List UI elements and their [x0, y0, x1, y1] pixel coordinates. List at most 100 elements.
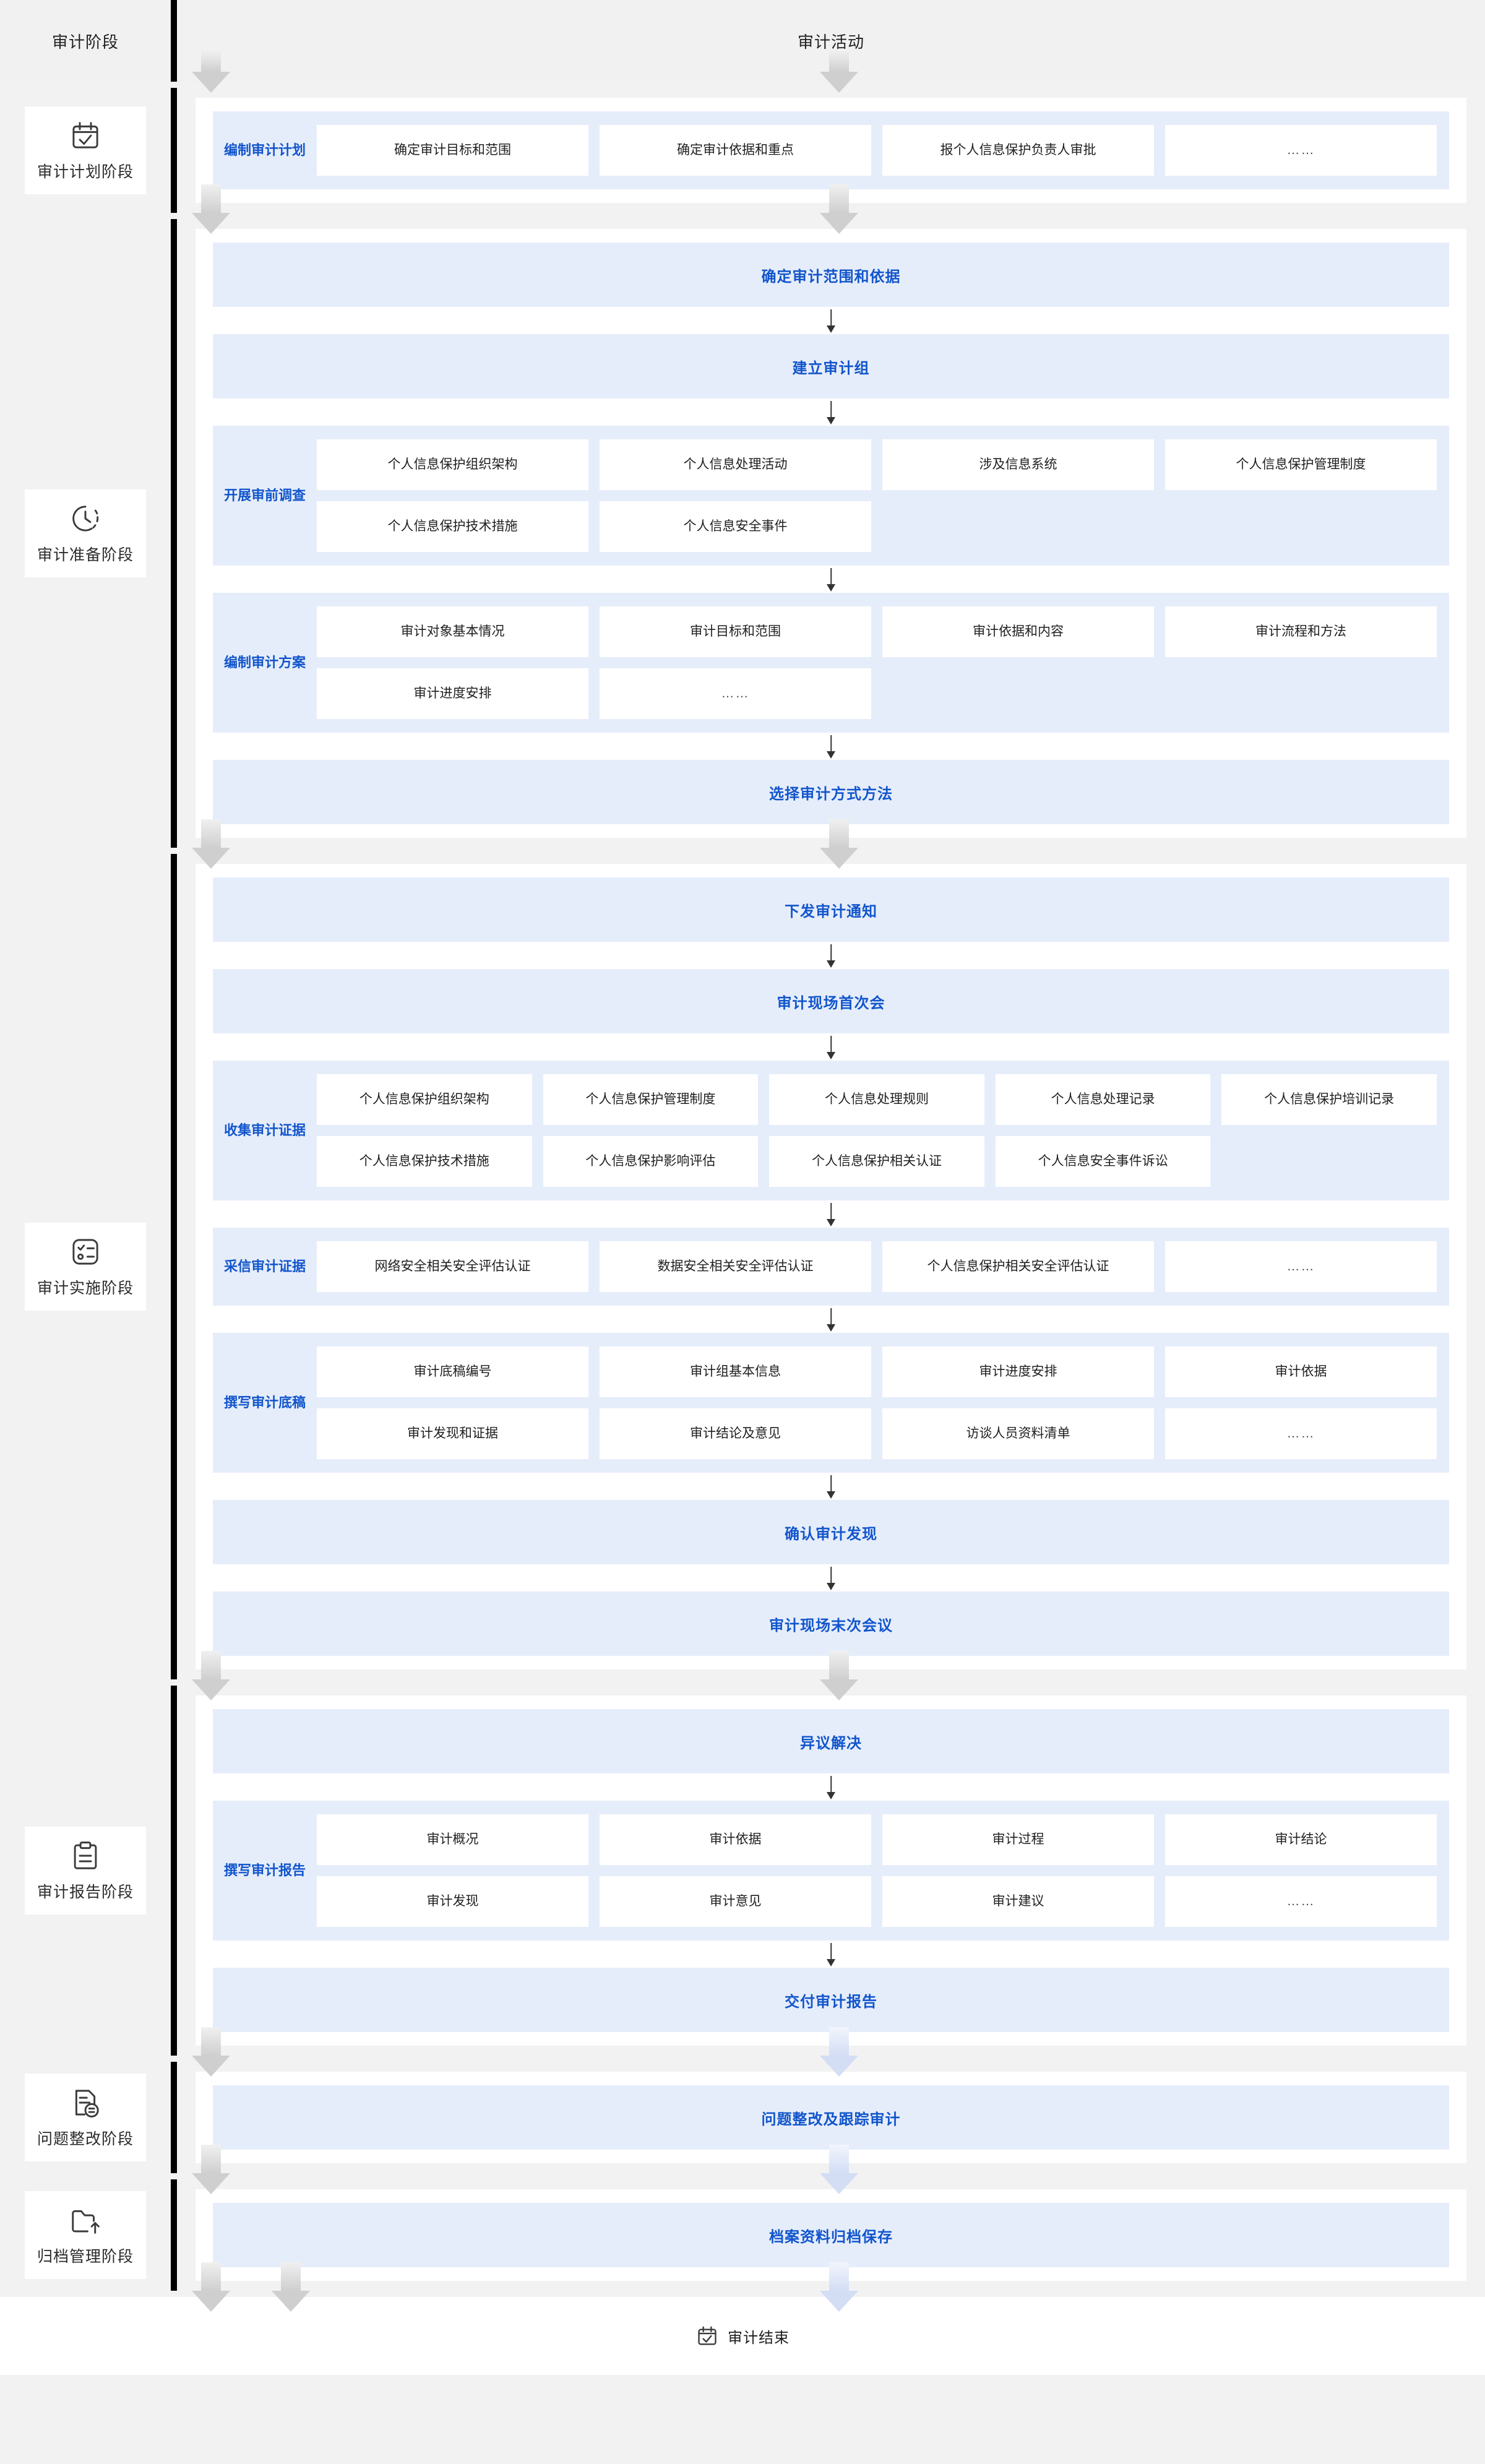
stage-cell-report[interactable]: 审计报告阶段 [0, 1686, 171, 2056]
column-divider [171, 2179, 177, 2291]
activity-group-label: 开展审前调查 [223, 487, 306, 503]
activity-band-report-2: 交付审计报告 [213, 1968, 1449, 2032]
activity-item[interactable]: …… [1165, 125, 1437, 176]
stage-row-plan: 审计计划阶段 编制审计计划确定审计目标和范围确定审计依据和重点报个人信息保护负责人… [0, 88, 1485, 234]
activity-item[interactable]: 个人信息保护相关安全评估认证 [882, 1241, 1154, 1292]
flow-end-label: 审计结束 [728, 2329, 790, 2346]
stage-card-archive[interactable]: 归档管理阶段 [25, 2191, 146, 2279]
activity-item[interactable]: 确定审计目标和范围 [317, 125, 588, 176]
stage-card-execute[interactable]: 审计实施阶段 [25, 1223, 146, 1311]
activity-band-plan-0: 编制审计计划确定审计目标和范围确定审计依据和重点报个人信息保护负责人审批…… [213, 111, 1449, 189]
activity-band-title: 确定审计范围和依据 [761, 268, 901, 285]
band-connector-arrow-icon [213, 398, 1449, 426]
activity-item[interactable]: 个人信息处理规则 [769, 1074, 984, 1125]
activity-band-title: 审计现场末次会议 [769, 1617, 893, 1634]
band-connector-arrow-icon [213, 942, 1449, 969]
activity-item[interactable]: …… [1165, 1876, 1437, 1927]
activity-item[interactable]: 报个人信息保护负责人审批 [882, 125, 1154, 176]
activity-item[interactable]: 个人信息安全事件诉讼 [995, 1136, 1211, 1187]
activity-item[interactable]: 个人信息处理活动 [600, 439, 871, 490]
activity-card-prepare: 确定审计范围和依据建立审计组开展审前调查个人信息保护组织架构个人信息处理活动涉及… [196, 229, 1466, 838]
activity-band-title: 档案资料归档保存 [769, 2228, 893, 2246]
activity-item[interactable]: 个人信息保护技术措施 [317, 501, 588, 552]
activity-band-report-0: 异议解决 [213, 1709, 1449, 1773]
activity-item[interactable]: 个人信息保护组织架构 [317, 1074, 532, 1125]
activity-item[interactable]: 审计意见 [600, 1876, 871, 1927]
activity-band-rectify-0: 问题整改及跟踪审计 [213, 2085, 1449, 2150]
column-divider [171, 88, 177, 213]
activity-band-prepare-1: 建立审计组 [213, 334, 1449, 398]
column-divider [171, 2062, 177, 2173]
stage-row-report: 审计报告阶段 异议解决撰写审计报告审计概况审计依据审计过程审计结论审计发现审计意见… [0, 1686, 1485, 2077]
stage-card-rectify[interactable]: 问题整改阶段 [25, 2074, 146, 2161]
activity-item[interactable]: 审计底稿编号 [317, 1346, 588, 1397]
activity-item[interactable]: 审计过程 [882, 1814, 1154, 1865]
activity-cell-archive: 档案资料归档保存 [177, 2179, 1485, 2291]
column-divider [171, 854, 177, 1679]
stage-cell-archive[interactable]: 归档管理阶段 [0, 2179, 171, 2291]
activity-item[interactable]: 审计进度安排 [317, 668, 588, 719]
activity-item[interactable]: 审计对象基本情况 [317, 606, 588, 657]
stage-cell-execute[interactable]: 审计实施阶段 [0, 854, 171, 1679]
stage-card-report[interactable]: 审计报告阶段 [25, 1827, 146, 1915]
activity-item[interactable]: 个人信息安全事件 [600, 501, 871, 552]
activity-item[interactable]: 个人信息保护管理制度 [1165, 439, 1437, 490]
activity-band-execute-5: 确认审计发现 [213, 1500, 1449, 1564]
activity-item[interactable]: 访谈人员资料清单 [882, 1408, 1154, 1459]
activity-item[interactable]: …… [600, 668, 871, 719]
stage-cell-plan[interactable]: 审计计划阶段 [0, 88, 171, 213]
activity-item[interactable]: 审计目标和范围 [600, 606, 871, 657]
activity-cell-plan: 编制审计计划确定审计目标和范围确定审计依据和重点报个人信息保护负责人审批…… [177, 88, 1485, 213]
activity-card-execute: 下发审计通知审计现场首次会收集审计证据个人信息保护组织架构个人信息保护管理制度个… [196, 864, 1466, 1669]
activity-band-prepare-2: 开展审前调查个人信息保护组织架构个人信息处理活动涉及信息系统个人信息保护管理制度… [213, 426, 1449, 566]
activity-item[interactable]: 审计依据和内容 [882, 606, 1154, 657]
activity-item[interactable]: 审计概况 [317, 1814, 588, 1865]
activity-item-grid: 审计概况审计依据审计过程审计结论审计发现审计意见审计建议…… [317, 1801, 1449, 1941]
activity-item[interactable]: 审计依据 [600, 1814, 871, 1865]
activity-band-title: 问题整改及跟踪审计 [761, 2111, 901, 2128]
activity-cell-execute: 下发审计通知审计现场首次会收集审计证据个人信息保护组织架构个人信息保护管理制度个… [177, 854, 1485, 1679]
activity-cell-rectify: 问题整改及跟踪审计 [177, 2062, 1485, 2173]
activity-band-title: 交付审计报告 [785, 1993, 877, 2010]
activity-item[interactable]: 个人信息保护相关认证 [769, 1136, 984, 1187]
activity-item[interactable]: 个人信息处理记录 [995, 1074, 1211, 1125]
activity-item[interactable]: 审计建议 [882, 1876, 1154, 1927]
activity-item[interactable]: 审计流程和方法 [1165, 606, 1437, 657]
stage-cell-prepare[interactable]: 审计准备阶段 [0, 219, 171, 848]
activity-item[interactable]: 审计发现 [317, 1876, 588, 1927]
activity-item[interactable]: 个人信息保护影响评估 [543, 1136, 759, 1187]
activity-item[interactable]: 数据安全相关安全评估认证 [600, 1241, 871, 1292]
activity-item[interactable]: 个人信息保护组织架构 [317, 439, 588, 490]
activity-column-title: 审计活动 [797, 32, 864, 51]
band-connector-arrow-icon [213, 1200, 1449, 1228]
stage-label-plan: 审计计划阶段 [37, 163, 134, 181]
activity-item[interactable]: 审计结论 [1165, 1814, 1437, 1865]
activity-card-rectify: 问题整改及跟踪审计 [196, 2072, 1466, 2163]
activity-item[interactable]: 确定审计依据和重点 [600, 125, 871, 176]
stage-cell-rectify[interactable]: 问题整改阶段 [0, 2062, 171, 2173]
activity-item[interactable]: 审计发现和证据 [317, 1408, 588, 1459]
activity-item[interactable]: 审计组基本信息 [600, 1346, 871, 1397]
activity-group-label: 编制审计计划 [223, 142, 306, 158]
activity-item-grid: 个人信息保护组织架构个人信息保护管理制度个人信息处理规则个人信息处理记录个人信息… [317, 1061, 1449, 1200]
column-divider [171, 0, 177, 82]
activity-group-label: 撰写审计报告 [223, 1862, 306, 1878]
activity-item[interactable]: 网络安全相关安全评估认证 [317, 1241, 588, 1292]
activity-item[interactable]: 涉及信息系统 [882, 439, 1154, 490]
activity-band-execute-6: 审计现场末次会议 [213, 1592, 1449, 1656]
activity-item[interactable]: 审计进度安排 [882, 1346, 1154, 1397]
activity-item[interactable]: 个人信息保护管理制度 [543, 1074, 759, 1125]
activity-item[interactable]: …… [1165, 1241, 1437, 1292]
activity-item[interactable]: 审计依据 [1165, 1346, 1437, 1397]
activity-card-archive: 档案资料归档保存 [196, 2189, 1466, 2281]
calendar-check-icon [695, 2324, 719, 2348]
activity-item[interactable]: 个人信息保护技术措施 [317, 1136, 532, 1187]
stage-card-plan[interactable]: 审计计划阶段 [25, 106, 146, 194]
activity-item[interactable]: 个人信息保护培训记录 [1221, 1074, 1437, 1125]
activity-item[interactable]: …… [1165, 1408, 1437, 1459]
activity-item[interactable]: 审计结论及意见 [600, 1408, 871, 1459]
activity-band-report-1: 撰写审计报告审计概况审计依据审计过程审计结论审计发现审计意见审计建议…… [213, 1801, 1449, 1941]
activity-band-execute-0: 下发审计通知 [213, 877, 1449, 942]
activity-band-execute-3: 采信审计证据网络安全相关安全评估认证数据安全相关安全评估认证个人信息保护相关安全… [213, 1228, 1449, 1306]
stage-card-prepare[interactable]: 审计准备阶段 [25, 489, 146, 577]
